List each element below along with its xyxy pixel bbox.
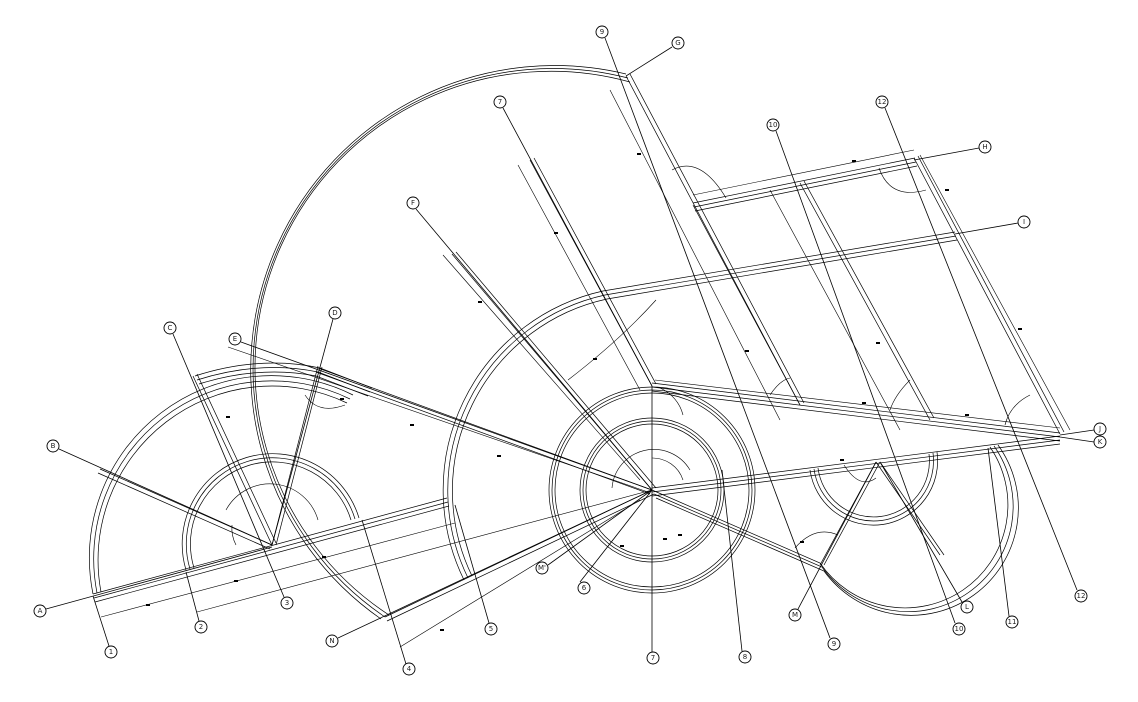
grid-bubble-E[interactable]: E	[228, 332, 242, 346]
grid-bubble-M-prime[interactable]: M'	[535, 561, 549, 575]
grid-bubble-F[interactable]: F	[406, 196, 420, 210]
grid-bubble-4[interactable]: 4	[402, 662, 416, 676]
upper-right-bay-walls	[651, 155, 1065, 497]
svg-text:10: 10	[955, 625, 964, 633]
grid-bubble-A[interactable]: A	[33, 604, 47, 618]
grid-bubble-L[interactable]: L	[960, 600, 974, 614]
svg-text:1: 1	[109, 648, 113, 656]
svg-text:12: 12	[1077, 592, 1086, 600]
svg-text:A: A	[38, 607, 43, 615]
grid-bubble-J[interactable]: J	[1093, 422, 1107, 436]
grid-bubble-5[interactable]: 5	[484, 622, 498, 636]
grid-bubble-H[interactable]: H	[978, 140, 992, 154]
grid-bubble-8[interactable]: 8	[738, 650, 752, 664]
grid-bubble-K[interactable]: K	[1093, 435, 1107, 449]
grid-bubble-3[interactable]: 3	[280, 596, 294, 610]
left-bay-walls	[89, 362, 450, 603]
svg-text:M: M	[792, 611, 798, 619]
svg-text:E: E	[233, 335, 237, 343]
svg-text:N: N	[329, 637, 334, 645]
grid-bubble-7-bottom[interactable]: 7	[646, 651, 660, 665]
svg-text:I: I	[1023, 218, 1025, 226]
dimension-ticks	[146, 153, 1022, 631]
svg-text:4: 4	[407, 665, 412, 673]
lower-right-bay-walls	[651, 444, 1019, 616]
grid-bubble-1[interactable]: 1	[104, 645, 118, 659]
svg-text:2: 2	[199, 623, 203, 631]
svg-text:10: 10	[769, 121, 778, 129]
grid-bubble-12-bottom[interactable]: 12	[1074, 589, 1088, 603]
svg-text:K: K	[1098, 438, 1103, 446]
svg-text:L: L	[965, 603, 969, 611]
grid-bubble-6[interactable]: 6	[577, 581, 591, 595]
grid-bubble-N[interactable]: N	[325, 634, 339, 648]
dimension-lines	[100, 89, 1071, 648]
svg-text:G: G	[675, 39, 680, 47]
grid-bubble-10-top[interactable]: 10	[766, 118, 780, 132]
grid-bubble-9-bottom[interactable]: 9	[827, 637, 841, 651]
grid-bubbles: A B C D E F 7 9 G 10 12 H I J K 12 11 10…	[33, 25, 1107, 676]
grid-bubble-D[interactable]: D	[328, 306, 342, 320]
svg-text:F: F	[411, 199, 415, 207]
grid-bubble-C[interactable]: C	[163, 321, 177, 335]
svg-text:M': M'	[538, 564, 546, 572]
svg-text:8: 8	[743, 653, 747, 661]
grid-bubble-10-bottom[interactable]: 10	[952, 622, 966, 636]
svg-text:11: 11	[1008, 618, 1017, 626]
svg-text:7: 7	[651, 654, 655, 662]
svg-text:9: 9	[600, 28, 604, 36]
grid-bubble-G[interactable]: G	[671, 36, 685, 50]
grid-bubble-12-top[interactable]: 12	[875, 95, 889, 109]
svg-text:9: 9	[832, 640, 836, 648]
svg-text:J: J	[1098, 425, 1101, 433]
grid-bubble-2[interactable]: 2	[194, 620, 208, 634]
svg-text:B: B	[51, 442, 56, 450]
grid-bubble-9-top[interactable]: 9	[595, 25, 609, 39]
svg-text:7: 7	[498, 98, 502, 106]
grid-lines	[45, 37, 1095, 665]
grid-bubble-I[interactable]: I	[1017, 215, 1031, 229]
svg-text:3: 3	[285, 599, 289, 607]
svg-text:D: D	[332, 309, 337, 317]
grid-bubble-11[interactable]: 11	[1005, 615, 1019, 629]
svg-text:H: H	[982, 143, 987, 151]
grid-bubble-M[interactable]: M	[788, 608, 802, 622]
grid-bubble-7-top[interactable]: 7	[493, 95, 507, 109]
svg-text:5: 5	[489, 625, 493, 633]
svg-text:C: C	[168, 324, 173, 332]
svg-text:6: 6	[582, 584, 587, 592]
middle-arc-walls	[250, 65, 958, 622]
grid-bubble-B[interactable]: B	[46, 439, 60, 453]
svg-text:12: 12	[878, 98, 887, 106]
